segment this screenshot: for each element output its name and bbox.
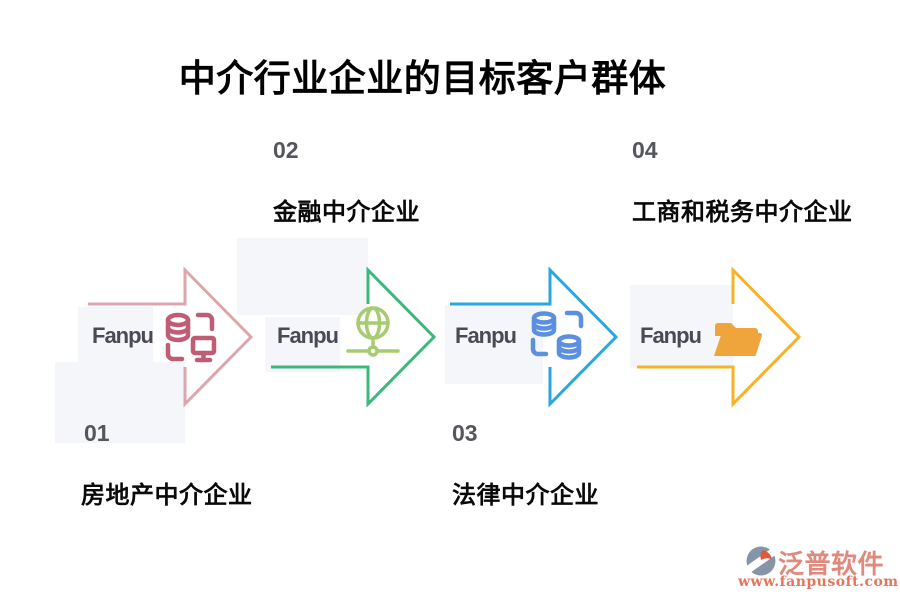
footer-brand-name: 泛普软件 [778,550,885,580]
footer-brand-block: 泛普软件 www.fanpusoft.com [738,544,898,594]
step-number-1: 01 [84,420,110,446]
arrow-shape-step3 [450,266,619,408]
step-label-4: 工商和税务中介企业 [632,199,853,226]
step-label-2: 金融中介企业 [273,199,420,226]
step-number-4: 04 [632,137,658,163]
step-number-2: 02 [273,137,299,163]
step-label-3: 法律中介企业 [452,482,599,509]
page-title: 中介行业企业的目标客户群体 [178,58,667,99]
step-label-1: 房地产中介企业 [81,482,253,509]
step-number-3: 03 [452,420,478,446]
database-sync-icon [527,308,587,369]
arrow-shape-step1 [88,266,254,408]
decor-rect [265,317,340,372]
brand-watermark: Fanpu [455,323,517,348]
globe-network-icon [344,302,402,365]
footer-website-url: www.fanpusoft.com [738,574,899,590]
fanpu-logo-icon [744,545,778,576]
arrow-shape-step2 [271,266,437,408]
decor-rect [445,305,543,384]
decor-rect [55,362,185,443]
brand-watermark: Fanpu [92,323,154,348]
decor-rect [78,307,153,363]
decor-rect [237,238,368,315]
brand-watermark: Fanpu [277,323,339,348]
arrow-shape-step4 [637,266,802,408]
brand-watermark: Fanpu [640,323,702,348]
database-monitor-icon [162,309,218,370]
folder-icon [710,310,766,367]
